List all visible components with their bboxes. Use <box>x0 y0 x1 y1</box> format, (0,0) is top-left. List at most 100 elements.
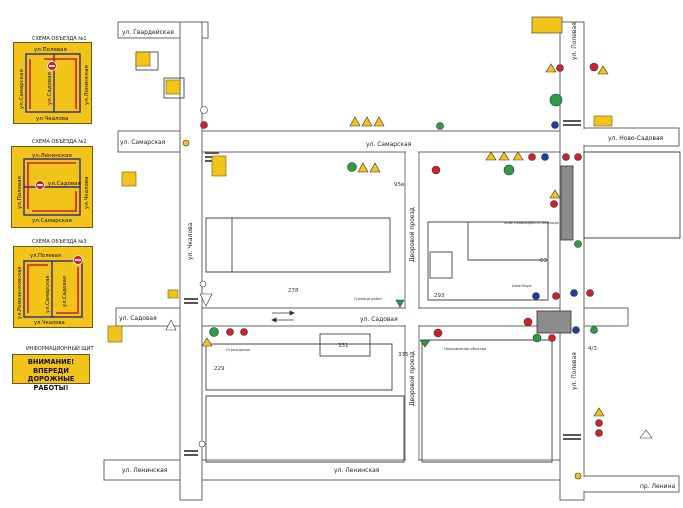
give-way-sign-icon <box>419 339 431 348</box>
tag-label: Ограждение <box>226 348 251 352</box>
warning-sign-icon <box>485 151 497 161</box>
no-entry-sign-icon <box>595 419 603 427</box>
intersection <box>561 129 585 145</box>
work-zones <box>536 165 574 334</box>
street-label: ул. Полевая <box>571 352 578 390</box>
plan-plate <box>135 51 151 67</box>
work-sign-icon <box>369 162 381 173</box>
blue-sign-icon <box>532 292 540 300</box>
warning-sign-icon <box>639 429 653 439</box>
buildings <box>135 51 681 463</box>
crosswalk <box>184 454 198 456</box>
crosswalk <box>563 434 581 436</box>
street-label: ул. Садовая <box>119 315 157 322</box>
tag-label: Направление объезда <box>444 347 486 351</box>
warning-sign-icon <box>512 151 524 161</box>
building-number: 229 <box>214 366 225 372</box>
callout-tags: Знак пешеходного перехода Шлагбаум Грани… <box>226 221 559 352</box>
info-sign-icon <box>198 440 206 448</box>
intersection <box>181 23 201 37</box>
lane-arrows <box>271 310 295 323</box>
street-label: ул. Ленинская <box>122 467 168 474</box>
crosswalk <box>563 124 581 126</box>
scheme-street: ул.Садовая <box>47 72 53 105</box>
scheme-2-diagram: ул.Ленинская ул.Садовая ул.Самарская ул.… <box>17 153 90 224</box>
no-entry-sign-icon <box>595 429 603 437</box>
road-chkalova <box>179 21 203 501</box>
scheme-route <box>23 260 83 318</box>
building-number: 278 <box>288 288 299 294</box>
scheme-street: ул.Садовая <box>62 276 68 307</box>
crosswalk <box>184 298 198 300</box>
work-zone-sadovaya <box>536 310 572 334</box>
direction-sign-icon <box>590 326 598 334</box>
notice-caption: ИНФОРМАЦИОННЫЙ ЩИТ <box>26 346 94 352</box>
scheme-street: ул.Полевая <box>30 253 61 259</box>
no-entry-bar <box>75 259 81 261</box>
building-numbers: 331 335 229 293 278 95в 31 4/3 63 <box>170 87 597 372</box>
scheme-street: ул.Чкалова <box>34 320 65 326</box>
detour-route <box>27 264 48 313</box>
no-entry-sign-icon <box>556 64 564 72</box>
crosswalk <box>563 438 581 440</box>
detour-route <box>32 191 77 212</box>
tag-label: Шлагбаум <box>512 284 532 288</box>
work-sign-icon <box>357 162 369 173</box>
building-number: 63 <box>540 258 547 264</box>
street-label: ул. Самарская <box>366 141 412 148</box>
intersection <box>181 461 201 479</box>
building-31 <box>163 77 185 99</box>
crosswalk <box>563 120 581 122</box>
work-zone-polevaya <box>560 165 574 241</box>
no-entry-bar <box>49 65 55 67</box>
work-sign-icon <box>349 116 361 127</box>
warning-sign-icon <box>549 189 561 199</box>
give-way-sign-icon <box>199 293 213 307</box>
direction-sign-icon <box>574 240 582 248</box>
scheme-1-diagram: ул.Полевая ул.Чкалова ул.Самарская ул.Са… <box>19 47 90 122</box>
building-331 <box>319 333 371 357</box>
work-sign-icon <box>373 116 385 127</box>
building-south <box>205 343 393 391</box>
no-entry-sign-icon <box>200 106 208 114</box>
scheme-street: ул.Чкалова <box>84 177 90 209</box>
intersection <box>181 309 201 325</box>
building-number: 4/3 <box>588 346 597 352</box>
driveway-gap <box>406 148 418 158</box>
road-leninskaya <box>103 459 561 481</box>
no-entry-sign-icon <box>240 328 248 336</box>
street-label: ул. Ленинская <box>334 467 380 474</box>
notice-line: ВНИМАНИЕ! <box>27 358 75 366</box>
detour-route <box>27 162 76 209</box>
intersection <box>561 477 585 491</box>
tag-label: Граница работ <box>354 297 382 301</box>
give-way-sign-icon <box>165 319 177 331</box>
notice-line: ВПЕРЕДИ ДОРОЖНЫЕ <box>27 366 75 384</box>
scheme-3-panel: ул.Полевая ул.Чкалова ул.Ремизенковская … <box>13 246 93 328</box>
blue-sign-icon <box>541 153 549 161</box>
street-label: Дворовой проезд <box>409 351 416 406</box>
no-entry-bar <box>37 184 43 186</box>
plan-plate <box>211 155 227 177</box>
no-entry-sign-icon <box>562 153 570 161</box>
street-label: Дворовой проезд <box>409 207 416 262</box>
no-entry-sign-icon <box>523 317 533 327</box>
plan-plate <box>167 289 179 299</box>
lane-arrow <box>289 310 295 316</box>
scheme-3-caption: СХЕМА ОБЪЕЗДА №3 <box>32 239 87 245</box>
warning-sign-icon <box>545 63 557 73</box>
no-entry-sign-icon <box>574 153 582 161</box>
work-sign-icon <box>361 116 373 127</box>
direction-sign-icon <box>503 164 515 176</box>
street-label: ул. Садовая <box>360 316 398 323</box>
warning-sign-icon <box>593 407 605 417</box>
plan-plate <box>107 325 123 343</box>
driveway-gap <box>406 455 418 465</box>
blue-sign-icon <box>570 289 578 297</box>
building-east-large <box>583 151 681 239</box>
scheme-street: ул.Ремизенковская <box>17 266 23 319</box>
notice-line: РАБОТЫ! <box>33 383 69 392</box>
road-sadovaya <box>115 307 629 327</box>
blue-sign-icon <box>551 121 559 129</box>
